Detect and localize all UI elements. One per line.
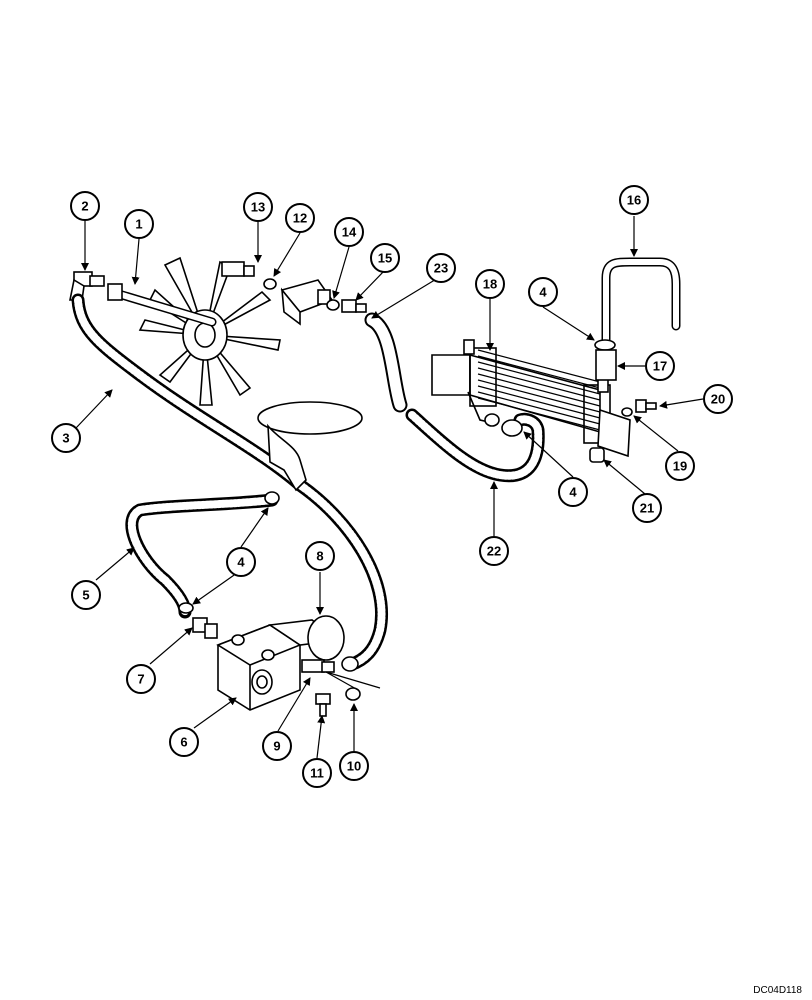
gear-pump-upper — [280, 279, 334, 326]
callout-17: 17 — [645, 351, 675, 381]
svg-text:19: 19 — [673, 459, 687, 474]
callout-5: 5 — [71, 580, 101, 610]
hose-clamp-part-4c — [501, 419, 523, 437]
svg-text:3: 3 — [62, 431, 69, 446]
callout-3: 3 — [51, 423, 81, 453]
svg-text:4: 4 — [539, 285, 547, 300]
hose-part-5 — [125, 493, 279, 619]
hose-part-22 — [405, 408, 545, 483]
bolt-part-20 — [635, 399, 657, 413]
oil-cooler-part-18 — [431, 339, 631, 458]
o-ring-part-12 — [263, 278, 277, 290]
svg-text:11: 11 — [310, 766, 324, 781]
adapter-fitting-part-15 — [341, 299, 367, 313]
svg-text:6: 6 — [180, 735, 187, 750]
callout-12: 12 — [285, 203, 315, 233]
callout-1: 1 — [124, 209, 154, 239]
callout-15: 15 — [370, 243, 400, 273]
svg-text:18: 18 — [483, 277, 497, 292]
callout-23: 23 — [426, 253, 456, 283]
callout-10: 10 — [339, 751, 369, 781]
svg-text:17: 17 — [653, 359, 667, 374]
callout-7: 7 — [126, 664, 156, 694]
svg-text:14: 14 — [342, 225, 357, 240]
callout-6: 6 — [169, 727, 199, 757]
washer-part-10 — [345, 687, 361, 701]
callout-4-cooler-bottom: 4 — [558, 477, 588, 507]
hose-part-3 — [71, 293, 388, 672]
svg-text:23: 23 — [434, 261, 448, 276]
callout-20: 20 — [703, 384, 733, 414]
cap-part-21 — [589, 447, 605, 463]
callout-19: 19 — [665, 451, 695, 481]
svg-text:16: 16 — [627, 193, 641, 208]
elbow-fitting-part-7 — [192, 617, 218, 639]
svg-text:10: 10 — [347, 759, 361, 774]
adapter-fitting-part-13 — [221, 261, 255, 277]
bolt-part-11 — [315, 693, 331, 717]
cooler-outlet-end — [484, 413, 500, 427]
svg-text:8: 8 — [316, 549, 323, 564]
washer-part-19 — [621, 407, 633, 417]
callout-22: 22 — [479, 536, 509, 566]
callout-9: 9 — [262, 731, 292, 761]
callout-13: 13 — [243, 192, 273, 222]
svg-text:5: 5 — [82, 588, 89, 603]
svg-text:13: 13 — [251, 200, 265, 215]
callout-21: 21 — [632, 493, 662, 523]
hose-end-fitting — [341, 656, 359, 672]
leader-lines — [75, 216, 704, 759]
return-tube-part-16 — [601, 257, 681, 347]
hydraulic-pump-part-6 — [216, 624, 302, 711]
svg-text:7: 7 — [137, 672, 144, 687]
o-ring-part-14 — [326, 299, 340, 311]
pump-body-part-8 — [267, 615, 345, 661]
callout-11: 11 — [302, 758, 332, 788]
callout-4-reservoir: 4 — [226, 547, 256, 577]
hydraulic-reservoir — [257, 401, 363, 492]
callout-4-cooler-top: 4 — [528, 277, 558, 307]
hose-clamp-part-4d — [594, 339, 616, 351]
svg-text:2: 2 — [81, 199, 88, 214]
svg-text:9: 9 — [273, 739, 280, 754]
sleeve-part-17 — [595, 349, 617, 381]
callout-8: 8 — [305, 541, 335, 571]
svg-text:21: 21 — [640, 501, 654, 516]
steel-tube-part-1 — [107, 283, 217, 327]
elbow-fitting-part-9 — [301, 659, 335, 673]
svg-text:1: 1 — [135, 217, 142, 232]
hose-part-23 — [364, 312, 408, 413]
callout-18: 18 — [475, 269, 505, 299]
svg-text:22: 22 — [487, 544, 501, 559]
callout-2: 2 — [70, 191, 100, 221]
svg-text:12: 12 — [293, 211, 307, 226]
svg-text:15: 15 — [378, 251, 392, 266]
callout-16: 16 — [619, 185, 649, 215]
svg-text:4: 4 — [237, 555, 245, 570]
svg-text:4: 4 — [569, 485, 577, 500]
callout-14: 14 — [334, 217, 364, 247]
document-code: DC04D118 — [753, 985, 802, 996]
hose-clamp-part-4a — [264, 491, 280, 505]
hose-clamp-part-4b — [178, 602, 194, 614]
svg-text:20: 20 — [711, 392, 725, 407]
